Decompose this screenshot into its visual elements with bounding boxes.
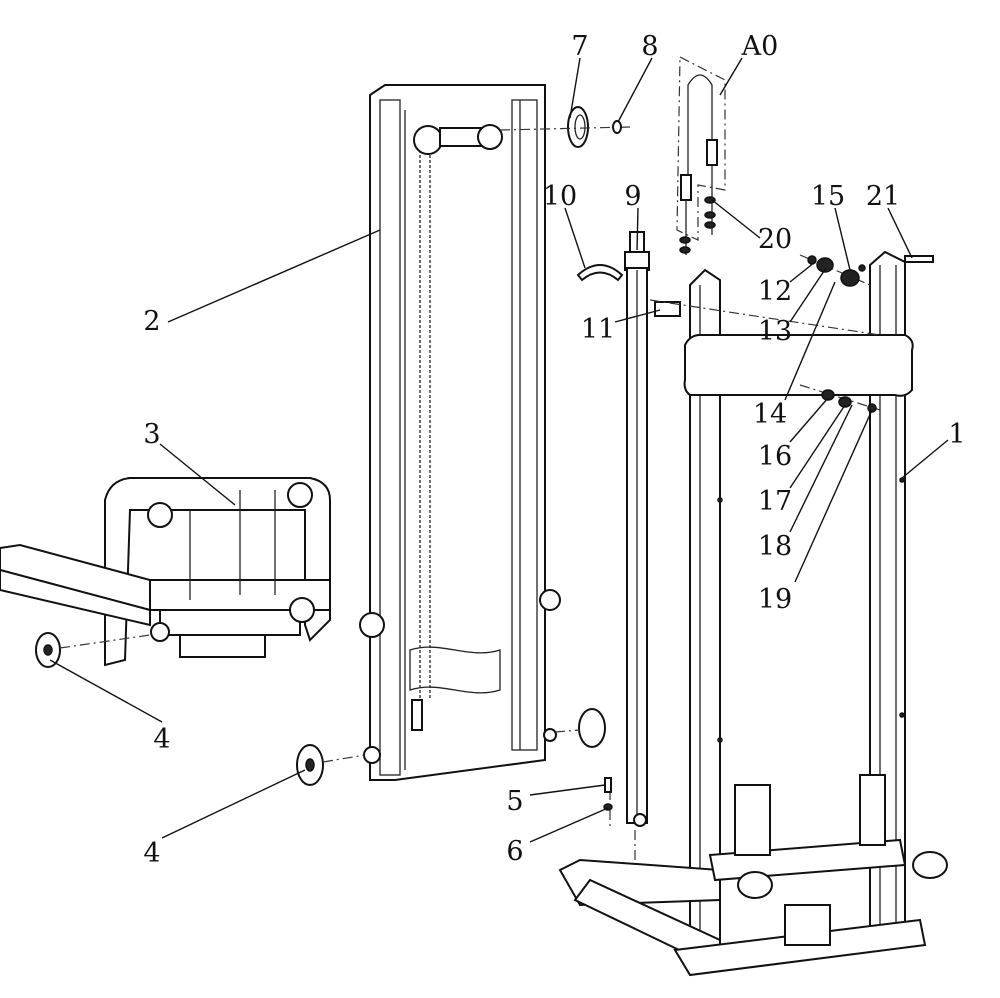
assembly-A0 — [676, 56, 726, 255]
label-4-lower: 4 — [143, 838, 160, 869]
wheel-part-7 — [567, 106, 589, 148]
label-1: 1 — [948, 419, 965, 450]
label-5: 5 — [506, 786, 523, 817]
handle-part-10 — [576, 264, 624, 282]
label-7: 7 — [571, 31, 588, 62]
roller-parts-12-21 — [799, 254, 934, 413]
label-11: 11 — [581, 314, 615, 345]
label-8: 8 — [641, 31, 658, 62]
carriage-part-3 — [0, 477, 331, 667]
pin-part-5 — [604, 777, 612, 793]
label-12: 12 — [758, 276, 792, 307]
label-13: 13 — [758, 316, 792, 347]
label-15: 15 — [811, 181, 845, 212]
label-2: 2 — [143, 306, 160, 337]
frame-part-1 — [558, 250, 948, 977]
label-21: 21 — [866, 181, 900, 212]
label-10: 10 — [543, 181, 577, 212]
label-A0: A0 — [741, 31, 779, 62]
wheel-part-4c — [554, 708, 606, 748]
mast-part-2 — [359, 84, 561, 781]
label-6: 6 — [506, 836, 523, 867]
part-labels: 7 8 A0 10 9 2 20 15 21 12 13 11 3 14 16 … — [143, 31, 965, 869]
bracket-part-11 — [654, 301, 681, 317]
wheel-part-4b — [296, 744, 366, 786]
label-19: 19 — [758, 584, 792, 615]
label-20: 20 — [758, 224, 792, 255]
wheel-part-4a — [35, 632, 151, 668]
label-17: 17 — [758, 486, 792, 517]
label-9: 9 — [624, 181, 641, 212]
leader-lines — [49, 57, 949, 843]
washer-part-8 — [612, 120, 622, 134]
label-4-upper: 4 — [153, 724, 170, 755]
column-part-9 — [624, 231, 650, 827]
label-16: 16 — [758, 441, 792, 472]
label-18: 18 — [758, 531, 792, 562]
label-3: 3 — [143, 419, 160, 450]
label-14: 14 — [753, 399, 787, 430]
